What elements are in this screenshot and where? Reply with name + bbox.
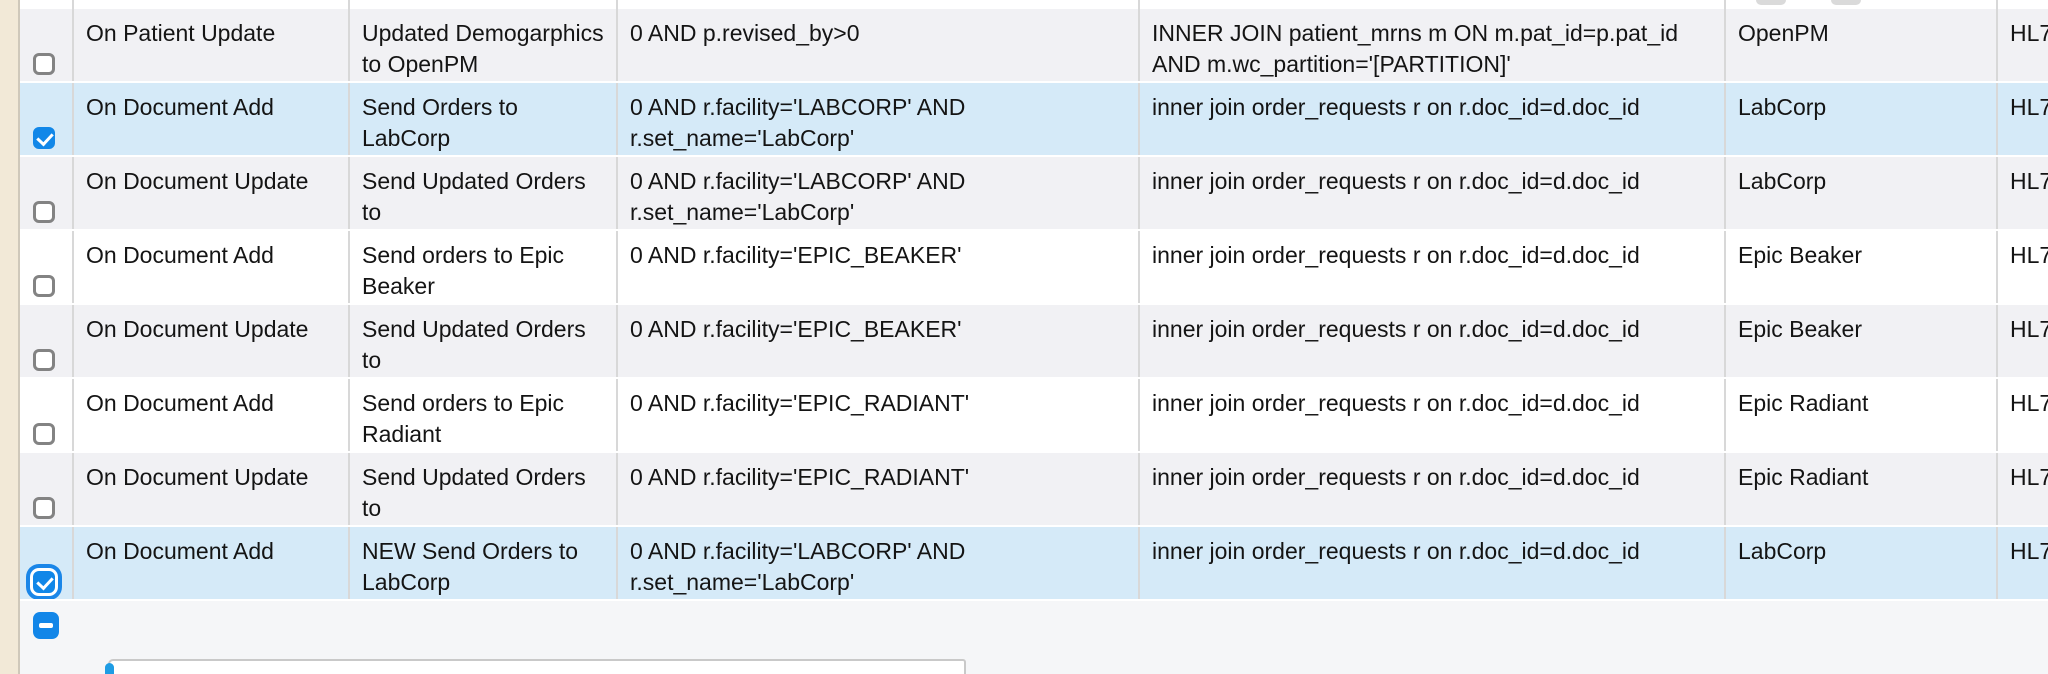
row-checkbox-cell: [20, 305, 74, 377]
cell-join: INNER JOIN patient_mrns m ON m.pat_id=p.…: [1140, 9, 1726, 81]
table-row[interactable]: On Document Update Send Updated Orders t…: [20, 305, 2048, 379]
cell-join: inner join order_requests r on r.doc_id=…: [1140, 453, 1726, 525]
panel-accent-bar: [105, 663, 114, 674]
cell-protocol: HL7: [2010, 316, 2048, 342]
cell-name: Send orders to Epic Radiant: [350, 379, 618, 451]
cell-join: inner join order_requests r on r.doc_id=…: [1140, 527, 1726, 599]
table-row[interactable]: On Document Add Send orders to Epic Radi…: [20, 379, 2048, 453]
row-checkbox-cell: [20, 9, 74, 81]
cell-name: Send orders to Epic Beaker: [350, 231, 618, 303]
row-checkbox[interactable]: [33, 349, 55, 371]
cell-name: Send Orders to LabCorp: [350, 83, 618, 155]
cell-join: inner join order_requests r on r.doc_id=…: [1140, 157, 1726, 229]
cell-name: Send Updated Orders to Epic Beaker: [350, 305, 618, 377]
row-checkbox[interactable]: [33, 201, 55, 223]
cell-name: Send Updated Orders to Epic Radiant: [350, 453, 618, 525]
cell-name: Updated Demogarphics to OpenPM: [350, 9, 618, 81]
row-checkbox[interactable]: [33, 571, 55, 593]
row-checkbox[interactable]: [33, 127, 55, 149]
cell-condition: 0 AND r.facility='LABCORP' AND r.set_nam…: [618, 527, 1140, 599]
cell-join: inner join order_requests r on r.doc_id=…: [1140, 231, 1726, 303]
row-checkbox-cell: [20, 453, 74, 525]
row-checkbox[interactable]: [33, 497, 55, 519]
cell-protocol: HL7: [2010, 168, 2048, 194]
cell-event: On Document Update: [74, 453, 350, 525]
row-checkbox-cell: [20, 231, 74, 303]
top-row-remnant: [20, 0, 2048, 9]
cell-condition: 0 AND r.facility='EPIC_BEAKER': [618, 231, 1140, 303]
cell-condition: 0 AND r.facility='LABCORP' AND r.set_nam…: [618, 83, 1140, 155]
cell-condition: 0 AND r.facility='EPIC_RADIANT': [618, 453, 1140, 525]
minus-icon: [39, 623, 53, 628]
table-row[interactable]: On Document Add NEW Send Orders to LabCo…: [20, 527, 2048, 601]
cell-name: NEW Send Orders to LabCorp: [350, 527, 618, 599]
row-checkbox[interactable]: [33, 53, 55, 75]
table-row[interactable]: On Document Update Send Updated Orders t…: [20, 157, 2048, 231]
cell-condition: 0 AND r.facility='EPIC_RADIANT': [618, 379, 1140, 451]
cell-vendor: LabCorp: [1726, 157, 1998, 229]
table-row[interactable]: On Patient Update Updated Demogarphics t…: [20, 9, 2048, 83]
cell-vendor: Epic Beaker: [1726, 305, 1998, 377]
row-checkbox-cell: [20, 527, 74, 599]
cell-event: On Document Add: [74, 527, 350, 599]
row-checkbox[interactable]: [33, 275, 55, 297]
cell-event: On Document Update: [74, 305, 350, 377]
cell-event: On Document Add: [74, 83, 350, 155]
row-checkbox-cell: [20, 157, 74, 229]
cell-join: inner join order_requests r on r.doc_id=…: [1140, 379, 1726, 451]
cell-vendor: Epic Radiant: [1726, 453, 1998, 525]
cell-event: On Document Add: [74, 231, 350, 303]
content-area: On Patient Update Updated Demogarphics t…: [18, 0, 2048, 674]
cell-join: inner join order_requests r on r.doc_id=…: [1140, 305, 1726, 377]
cell-event: On Document Update: [74, 157, 350, 229]
cell-vendor: Epic Beaker: [1726, 231, 1998, 303]
cell-condition: 0 AND p.revised_by>0: [618, 9, 1140, 81]
cell-vendor: OpenPM: [1726, 9, 1998, 81]
cell-event: On Patient Update: [74, 9, 350, 81]
cell-vendor: Epic Radiant: [1726, 379, 1998, 451]
triggers-table: On Patient Update Updated Demogarphics t…: [20, 0, 2048, 601]
bottom-panel: [108, 659, 966, 674]
table-row[interactable]: On Document Update Send Updated Orders t…: [20, 453, 2048, 527]
cell-protocol: HL7: [2010, 242, 2048, 268]
cell-name: Send Updated Orders to LabCorp: [350, 157, 618, 229]
cell-protocol: HL7: [2010, 94, 2048, 120]
table-row[interactable]: On Document Add Send Orders to LabCorp 0…: [20, 83, 2048, 157]
table-row[interactable]: On Document Add Send orders to Epic Beak…: [20, 231, 2048, 305]
cell-join: inner join order_requests r on r.doc_id=…: [1140, 83, 1726, 155]
cell-condition: 0 AND r.facility='LABCORP' AND r.set_nam…: [618, 157, 1140, 229]
cell-vendor: LabCorp: [1726, 527, 1998, 599]
cutoff-widget-remnant: [1756, 0, 1786, 5]
row-checkbox[interactable]: [33, 423, 55, 445]
cell-vendor: LabCorp: [1726, 83, 1998, 155]
cell-protocol: HL7: [2010, 390, 2048, 416]
cell-protocol: HL7: [2010, 20, 2048, 46]
cell-protocol: HL7: [2010, 538, 2048, 564]
remove-rows-button[interactable]: [33, 612, 59, 639]
cell-event: On Document Add: [74, 379, 350, 451]
cell-protocol: HL7: [2010, 464, 2048, 490]
cutoff-widget-remnant: [1831, 0, 1861, 5]
row-checkbox-cell: [20, 83, 74, 155]
row-checkbox-cell: [20, 379, 74, 451]
cell-condition: 0 AND r.facility='EPIC_BEAKER': [618, 305, 1140, 377]
